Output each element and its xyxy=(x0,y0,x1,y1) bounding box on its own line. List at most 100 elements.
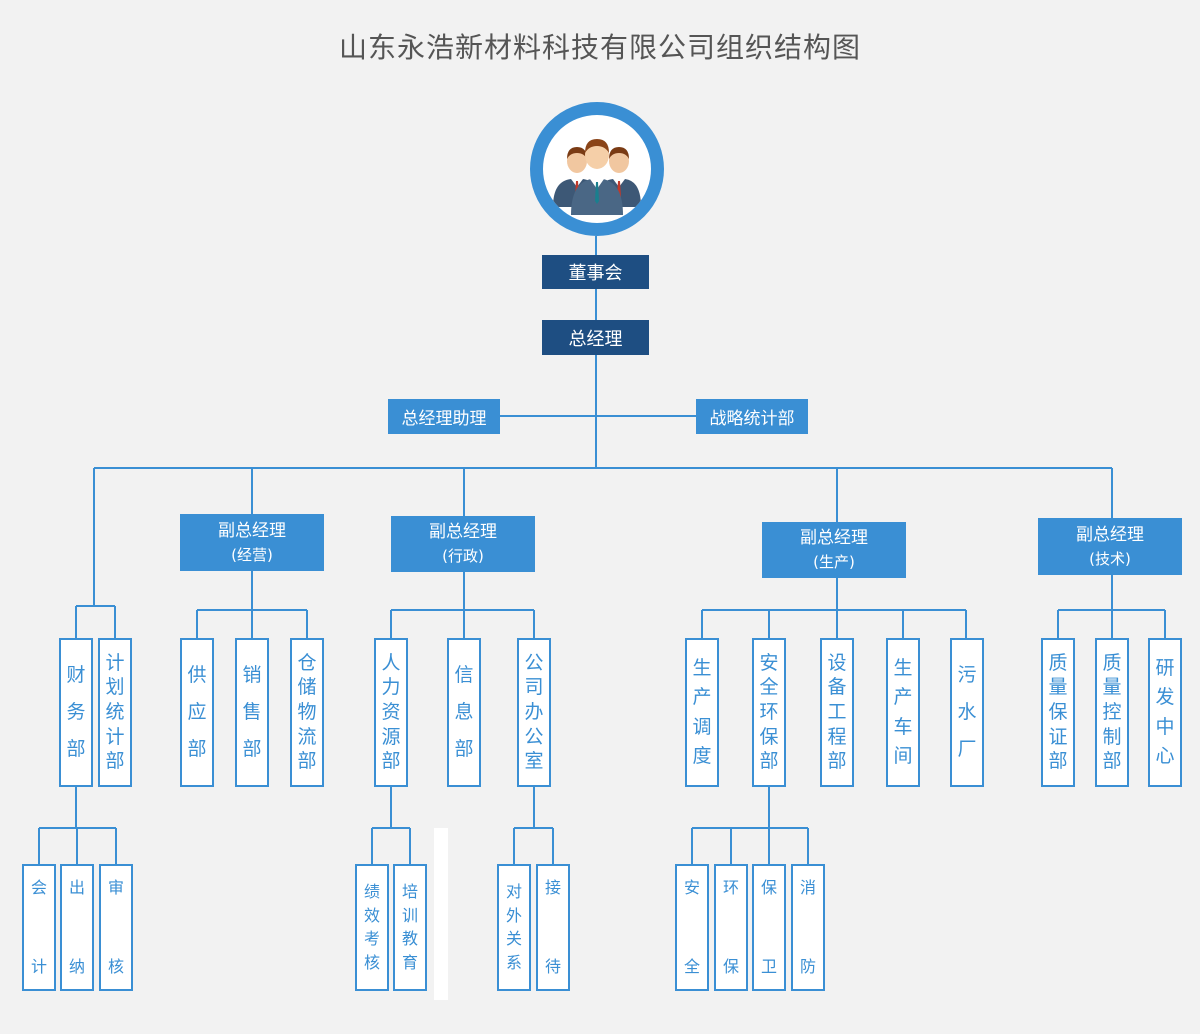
board-box[interactable]: 董事会 xyxy=(542,255,649,289)
vertical-char: 水 xyxy=(957,701,977,723)
vertical-char: 量 xyxy=(1048,676,1068,699)
vertical-char: 部 xyxy=(381,750,401,773)
dept-quality-control[interactable]: 质量控制部 xyxy=(1095,638,1129,787)
vertical-char: 全 xyxy=(759,676,779,699)
vertical-char: 力 xyxy=(381,676,401,699)
vp-subtitle: (经营) xyxy=(231,545,273,564)
sub-security[interactable]: 保卫 xyxy=(752,864,786,991)
vertical-char: 核 xyxy=(363,953,380,973)
sub-environment[interactable]: 环保 xyxy=(714,864,748,991)
sub-audit[interactable]: 审核 xyxy=(99,864,133,991)
sub-safety[interactable]: 安全 xyxy=(675,864,709,991)
vertical-char: 息 xyxy=(454,701,474,723)
vertical-char: 关 xyxy=(505,929,522,949)
strategy-stats-box[interactable]: 战略统计部 xyxy=(696,399,808,434)
vertical-char: 资 xyxy=(381,700,401,723)
general-manager-box[interactable]: 总经理 xyxy=(542,320,649,355)
white-divider xyxy=(434,828,448,1000)
dept-production-dispatch[interactable]: 生产调度 xyxy=(685,638,719,787)
vertical-char: 程 xyxy=(827,725,847,748)
vp-admin-box[interactable]: 副总经理 (行政) xyxy=(391,516,535,572)
vertical-char: 中 xyxy=(1155,715,1175,738)
vertical-char: 流 xyxy=(297,725,317,748)
vertical-char: 待 xyxy=(544,957,561,976)
sub-accounting[interactable]: 会计 xyxy=(22,864,56,991)
sub-cashier[interactable]: 出纳 xyxy=(60,864,94,991)
vertical-char: 财 xyxy=(66,664,86,686)
vertical-char: 室 xyxy=(524,750,544,773)
vertical-char: 设 xyxy=(827,651,847,674)
vertical-char: 源 xyxy=(381,725,401,748)
vertical-char: 供 xyxy=(187,664,207,686)
vertical-char: 公 xyxy=(524,725,544,748)
vp-operations-box[interactable]: 副总经理 (经营) xyxy=(180,514,324,571)
vp-subtitle: (生产) xyxy=(813,553,855,571)
sub-fire-protection[interactable]: 消防 xyxy=(791,864,825,991)
dept-supply[interactable]: 供应部 xyxy=(180,638,214,787)
vertical-char: 司 xyxy=(524,676,544,699)
vertical-char: 部 xyxy=(1102,750,1122,773)
vertical-char: 部 xyxy=(66,738,86,760)
vertical-char: 发 xyxy=(1155,686,1175,709)
vertical-char: 训 xyxy=(401,905,418,925)
vertical-char: 培 xyxy=(401,881,418,901)
people-icon xyxy=(553,139,641,215)
dept-hr[interactable]: 人力资源部 xyxy=(374,638,408,787)
vertical-char: 保 xyxy=(1048,700,1068,723)
dept-finance[interactable]: 财务部 xyxy=(59,638,93,787)
sub-external-relations[interactable]: 对外关系 xyxy=(497,864,531,991)
dept-quality-assurance[interactable]: 质量保证部 xyxy=(1041,638,1075,787)
vertical-char: 制 xyxy=(1102,725,1122,748)
vertical-char: 出 xyxy=(68,878,85,897)
vertical-char: 效 xyxy=(363,905,380,925)
dept-equipment[interactable]: 设备工程部 xyxy=(820,638,854,787)
vertical-char: 质 xyxy=(1102,651,1122,674)
sub-training[interactable]: 培训教育 xyxy=(393,864,427,991)
vertical-char: 防 xyxy=(799,957,816,976)
vertical-char: 产 xyxy=(692,686,712,709)
vertical-char: 心 xyxy=(1155,745,1175,768)
vertical-char: 安 xyxy=(759,651,779,674)
dept-warehouse-logistics[interactable]: 仓储物流部 xyxy=(290,638,324,787)
vertical-char: 部 xyxy=(105,750,125,773)
vertical-char: 度 xyxy=(692,745,712,768)
chart-title: 山东永浩新材料科技有限公司组织结构图 xyxy=(338,31,861,64)
vertical-char: 部 xyxy=(827,750,847,773)
vertical-char: 研 xyxy=(1155,656,1175,679)
vp-production-box[interactable]: 副总经理 (生产) xyxy=(762,522,906,578)
vertical-char: 证 xyxy=(1048,725,1068,748)
dept-safety-env[interactable]: 安全环保部 xyxy=(752,638,786,787)
dept-workshop[interactable]: 生产车间 xyxy=(886,638,920,787)
dept-rd-center[interactable]: 研发中心 xyxy=(1148,638,1182,787)
vp-technology-box[interactable]: 副总经理 (技术) xyxy=(1038,518,1182,575)
dept-info[interactable]: 信息部 xyxy=(447,638,481,787)
sub-performance[interactable]: 绩效考核 xyxy=(355,864,389,991)
gm-assistant-box[interactable]: 总经理助理 xyxy=(388,399,500,434)
dept-sewage-plant[interactable]: 污水厂 xyxy=(950,638,984,787)
vp-title: 副总经理 xyxy=(1076,524,1144,545)
vertical-char: 考 xyxy=(363,929,380,949)
vertical-char: 厂 xyxy=(957,738,977,760)
vertical-char: 全 xyxy=(683,957,700,976)
vertical-char: 仓 xyxy=(297,651,317,674)
vertical-char: 审 xyxy=(107,878,124,897)
vp-title: 副总经理 xyxy=(800,528,868,548)
vp-subtitle: (行政) xyxy=(442,547,484,565)
vertical-char: 计 xyxy=(30,957,47,976)
vertical-char: 备 xyxy=(827,676,847,699)
dept-office[interactable]: 公司办公室 xyxy=(517,638,551,787)
vertical-char: 产 xyxy=(893,686,913,709)
dept-sales[interactable]: 销售部 xyxy=(235,638,269,787)
vertical-char: 卫 xyxy=(760,957,777,976)
vertical-char: 对 xyxy=(505,881,522,901)
dept-planning-stats[interactable]: 计划统计部 xyxy=(98,638,132,787)
vertical-char: 保 xyxy=(759,725,779,748)
vertical-char: 教 xyxy=(401,929,418,949)
vertical-char: 销 xyxy=(242,664,262,686)
sub-reception[interactable]: 接待 xyxy=(536,864,570,991)
vertical-char: 统 xyxy=(105,700,125,723)
vertical-char: 部 xyxy=(187,738,207,760)
vertical-char: 环 xyxy=(759,700,779,723)
